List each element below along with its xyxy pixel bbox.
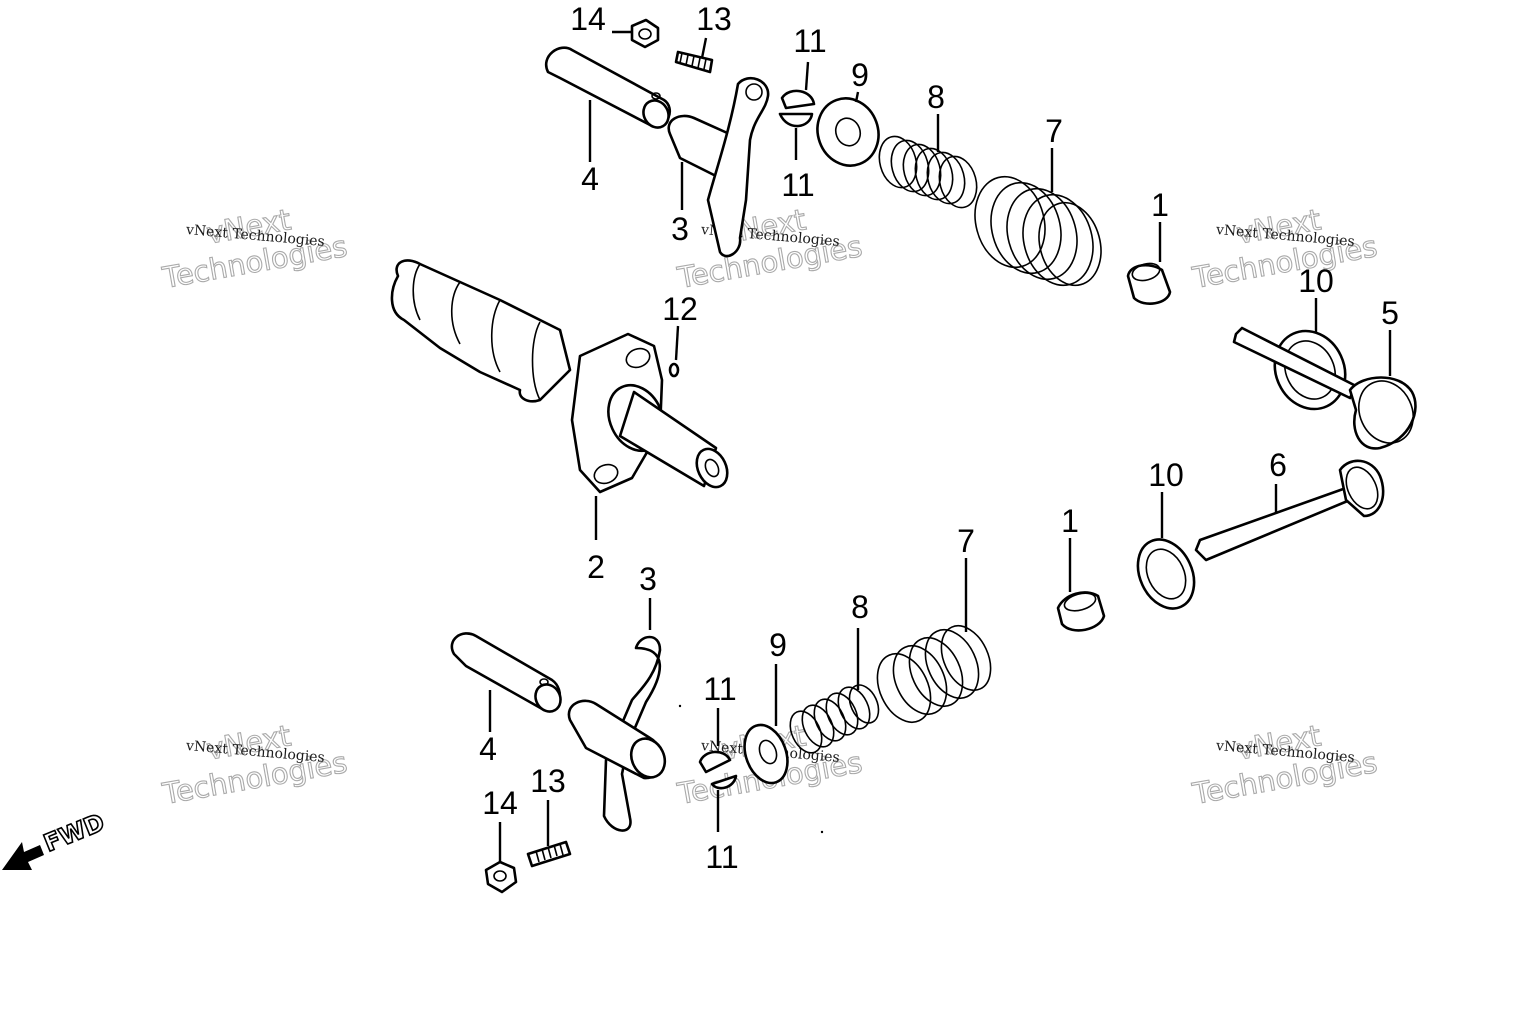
callout-13-bottom: 13 <box>530 763 566 799</box>
callout-3-bottom: 3 <box>639 561 657 597</box>
leader-12 <box>674 325 680 361</box>
callout-2: 2 <box>587 549 605 585</box>
forward-label: FWD <box>40 808 109 857</box>
callout-7-bottom: 7 <box>957 523 975 559</box>
callout-8-top: 8 <box>927 79 945 115</box>
leader-13-top <box>700 37 708 59</box>
leader-11-top-upper <box>804 61 810 91</box>
outer-spring-top <box>974 175 1102 287</box>
callout-8-bottom: 8 <box>851 589 869 625</box>
forward-arrow-icon <box>2 842 44 870</box>
callout-9-top: 9 <box>851 57 869 93</box>
callout-7-top: 7 <box>1045 113 1063 149</box>
camshaft <box>390 259 729 494</box>
callout-labels: 14 13 11 9 8 7 4 3 11 1 10 5 2 12 1 10 6… <box>479 1 1399 875</box>
callout-11-top-lower: 11 <box>781 167 814 203</box>
callout-10-exhaust: 10 <box>1148 457 1184 493</box>
exhaust-valve <box>1194 459 1385 562</box>
spring-retainer-bottom <box>743 723 789 785</box>
callout-13-top: 13 <box>696 1 732 37</box>
callout-10-intake: 10 <box>1298 263 1334 299</box>
callout-1-top: 1 <box>1151 187 1169 223</box>
adjuster-screw-bottom <box>526 840 572 868</box>
stem-seal-top <box>1126 262 1172 305</box>
callout-11-bottom-lower: 11 <box>705 839 738 875</box>
valve-cotter-top <box>778 89 816 128</box>
rocker-shaft-top <box>544 46 671 129</box>
callout-3-top: 3 <box>671 211 689 247</box>
forward-direction-indicator: FWD <box>2 807 109 870</box>
callout-4-bottom: 4 <box>479 731 497 767</box>
adjuster-screw-top <box>674 50 714 74</box>
stray-dot <box>678 704 682 708</box>
leader-9-top <box>854 91 860 103</box>
stem-seal-exhaust <box>1056 591 1106 632</box>
callout-9-bottom: 9 <box>769 627 787 663</box>
callout-14-top: 14 <box>570 1 606 37</box>
nut-top <box>630 18 660 49</box>
callout-14-bottom: 14 <box>482 785 518 821</box>
callout-12: 12 <box>662 291 698 327</box>
valve-cotter-bottom <box>698 750 738 790</box>
outer-spring-bottom <box>876 625 992 723</box>
dowel-pin <box>668 362 680 378</box>
callout-11-top-upper: 11 <box>793 23 826 59</box>
callout-4-top: 4 <box>581 161 599 197</box>
rocker-arm-bottom <box>567 635 667 832</box>
rocker-arm-top <box>667 77 770 258</box>
inner-spring-top <box>878 135 978 209</box>
valve-seat-exhaust <box>1136 538 1196 610</box>
callout-11-bottom-upper: 11 <box>703 671 736 707</box>
callout-6: 6 <box>1269 447 1287 483</box>
stray-dot <box>820 830 824 834</box>
callout-1-exhaust: 1 <box>1061 503 1079 539</box>
nut-bottom <box>484 860 518 894</box>
rocker-shaft-bottom <box>450 632 562 713</box>
inner-spring-bottom <box>789 684 880 754</box>
callout-5: 5 <box>1381 295 1399 331</box>
spring-retainer-top <box>816 97 880 167</box>
intake-valve <box>1232 326 1417 450</box>
